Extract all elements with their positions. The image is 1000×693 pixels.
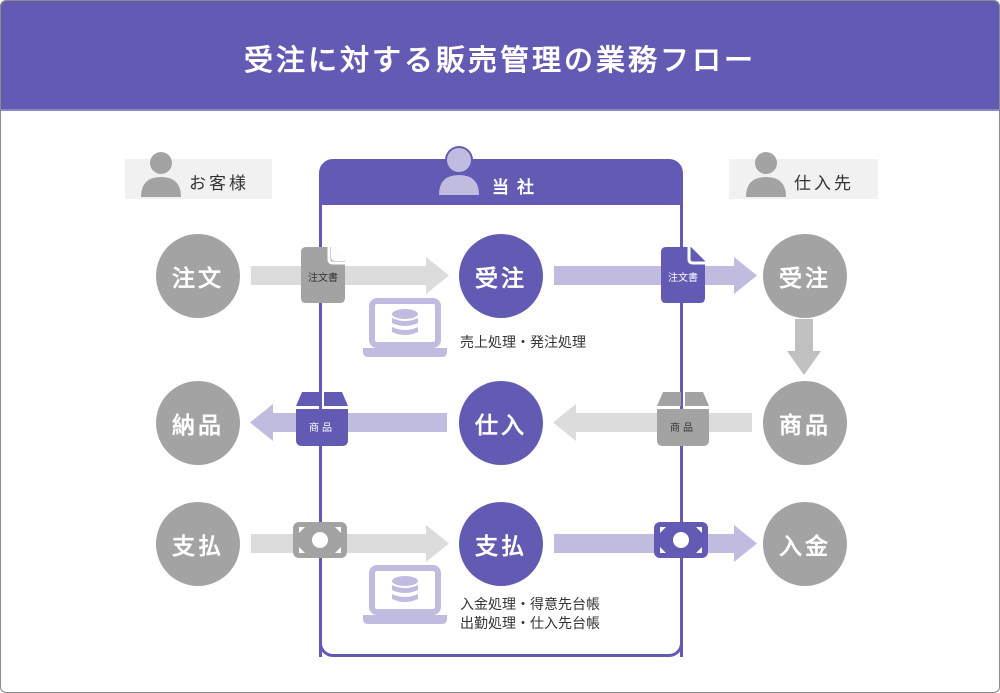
process-note-line: 出勤処理・仕入先台帳 [460, 616, 600, 632]
document-icon [301, 247, 345, 303]
company-header: 当社 [322, 162, 680, 205]
actor-supplier: 仕入先 [729, 152, 878, 199]
laptop-database-icon [363, 298, 447, 357]
arrow-receive-to-supplier [554, 257, 757, 294]
person-icon [141, 152, 181, 197]
arrow-purchase-to-delivery [250, 404, 447, 441]
process-note-line: 入金処理・得意先台帳 [460, 597, 600, 613]
process-note: 入金処理・得意先台帳 出勤処理・仕入先台帳 [460, 596, 600, 634]
company-node-receive: 受注 [459, 234, 543, 318]
right-item-label: 商品 [670, 423, 696, 434]
customer-node-delivery: 納品 [156, 381, 240, 465]
page-title: 受注に対する販売管理の業務フロー [243, 43, 756, 77]
arrow-payment-to-company [251, 525, 449, 562]
document-icon [661, 247, 705, 303]
company-node-payment: 支払 [459, 502, 543, 586]
process-note-line: 売上処理・発注処理 [460, 335, 586, 351]
arrow-supplier-to-purchase [553, 404, 752, 441]
package-icon [657, 392, 709, 446]
supplier-node-goods: 商品 [763, 381, 847, 465]
banknote-icon [293, 522, 347, 558]
actor-company-label: 当社 [492, 178, 542, 198]
actor-supplier-label: 仕入先 [794, 174, 854, 194]
left-item-label: 注文書 [308, 273, 338, 284]
header-banner: 受注に対する販売管理の業務フロー [1, 1, 999, 111]
right-item-label: 注文書 [668, 273, 698, 284]
actor-customer-label: お客様 [189, 174, 249, 194]
person-icon [439, 146, 479, 195]
actor-customer: お客様 [125, 152, 272, 199]
supplier-node-deposit: 入金 [763, 502, 847, 586]
laptop-database-icon [363, 565, 447, 624]
banknote-icon [654, 522, 708, 558]
customer-node-order: 注文 [156, 234, 240, 318]
process-note: 売上処理・発注処理 [460, 334, 586, 353]
person-icon [746, 152, 786, 197]
supplier-node-receive: 受注 [763, 234, 847, 318]
package-icon [296, 392, 348, 446]
arrow-order-to-receive [251, 257, 449, 294]
left-item-label: 商品 [309, 423, 335, 434]
company-node-purchase: 仕入 [459, 381, 543, 465]
customer-node-payment: 支払 [156, 502, 240, 586]
arrow-supplier-down [787, 319, 821, 375]
